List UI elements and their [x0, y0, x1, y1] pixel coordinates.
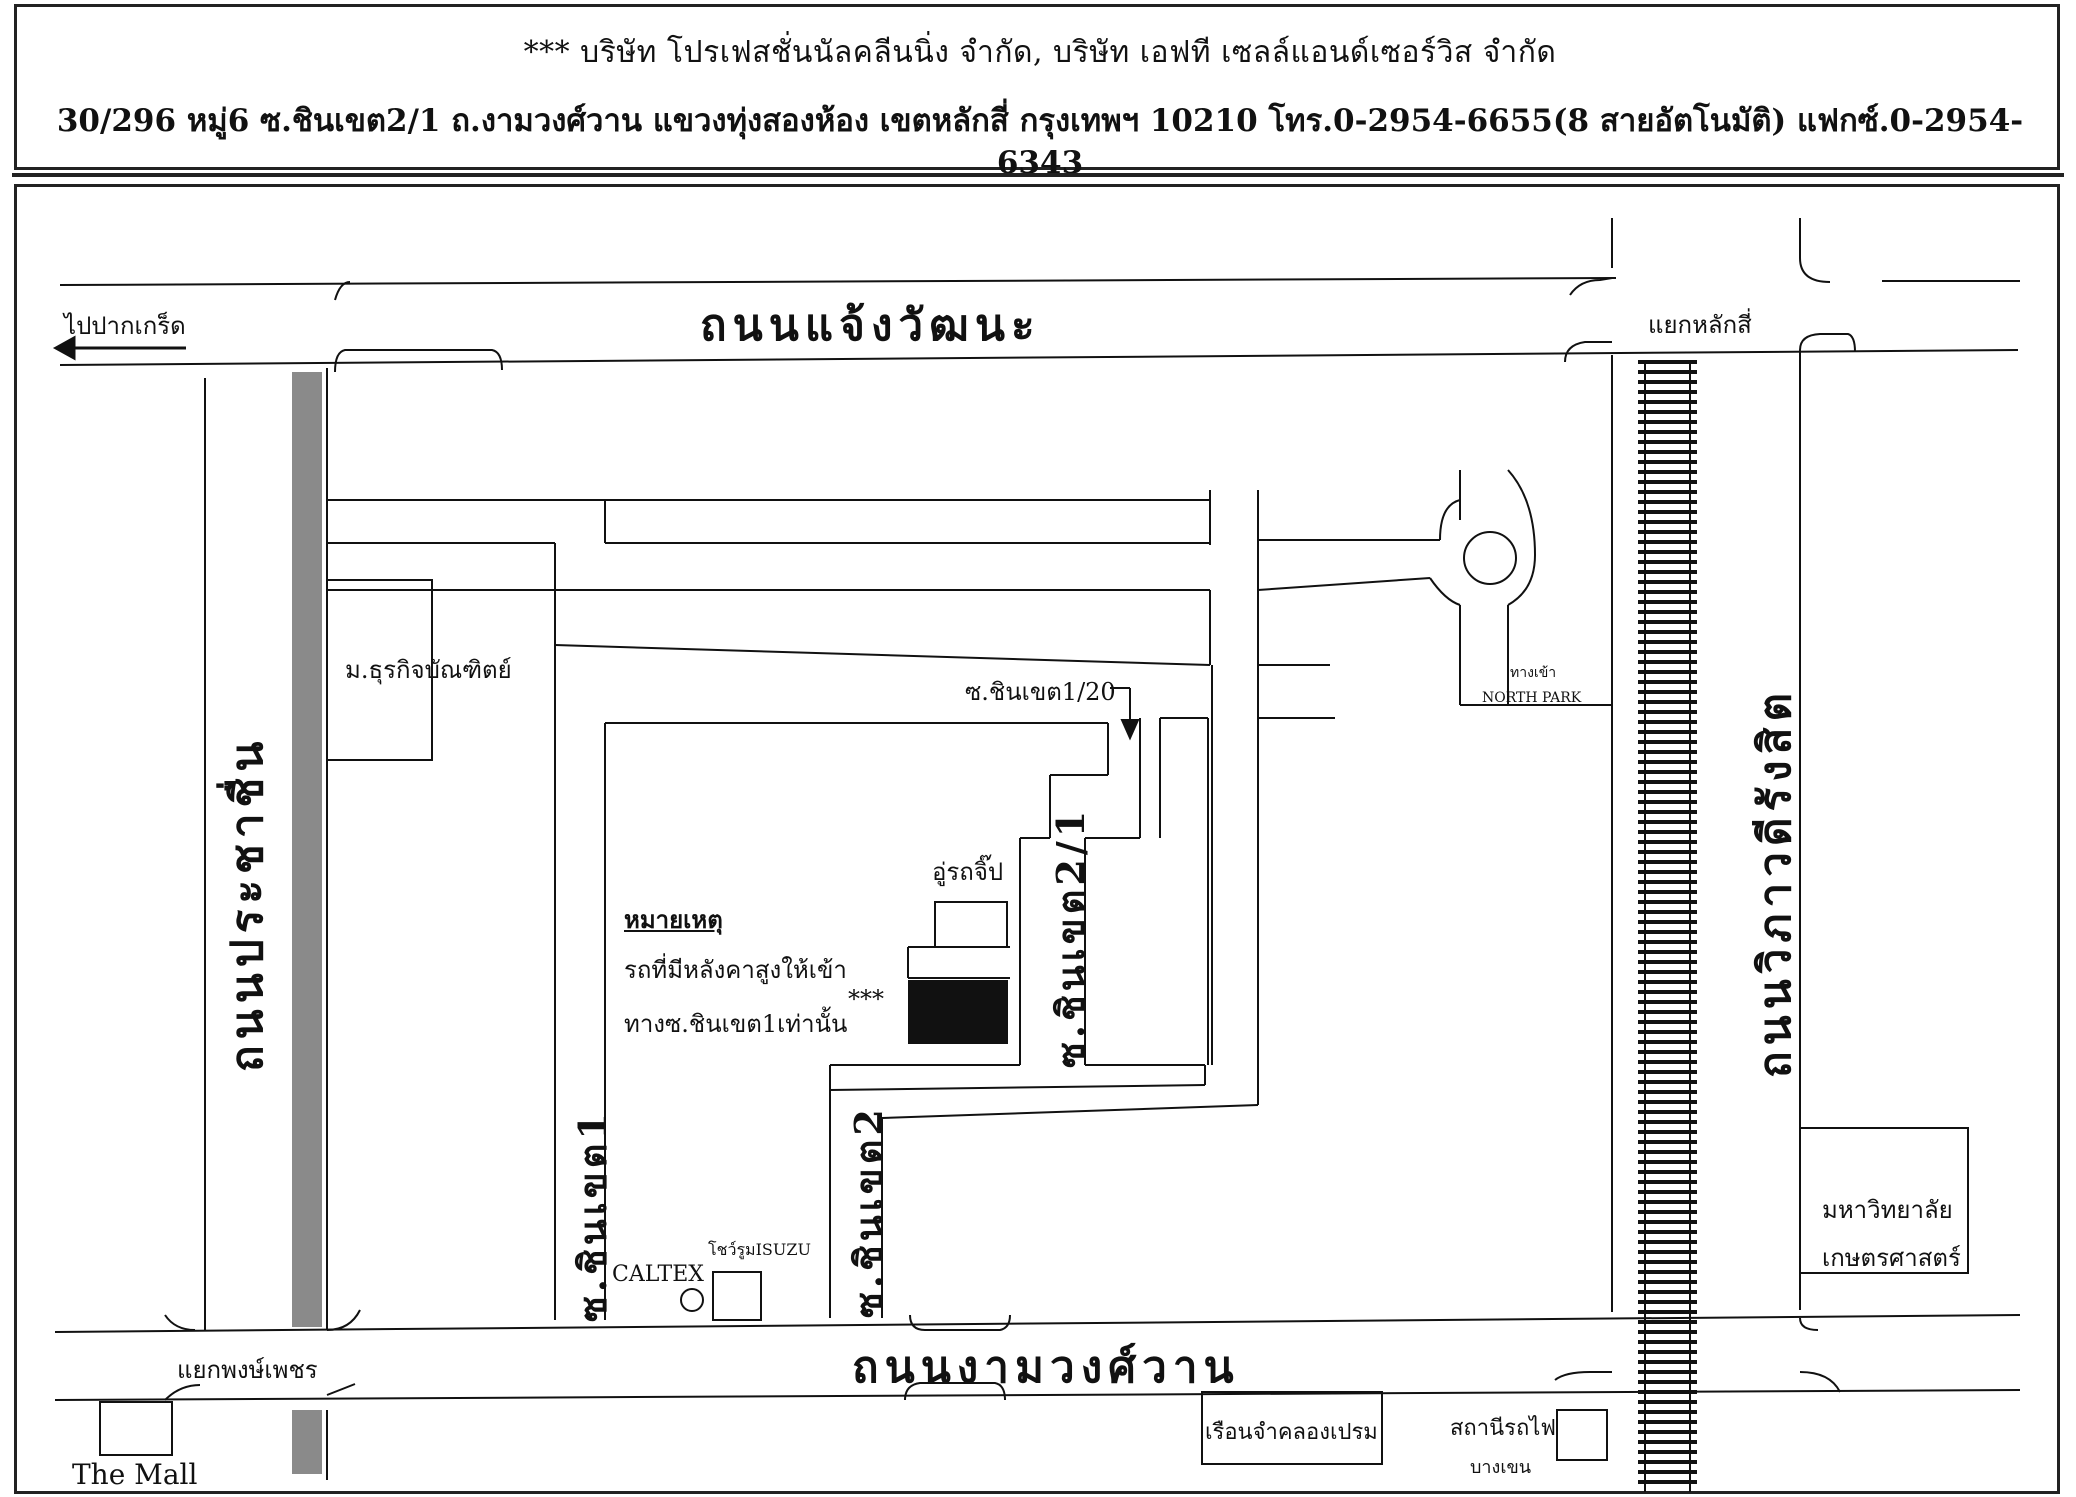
label-bang-khen: บางเขน: [1470, 1457, 1532, 1478]
curb: [326, 1383, 356, 1396]
label-prem-prison: เรือนจำคลองเปรม: [1205, 1420, 1378, 1445]
note-line2: ทางซ.ชินเขต1เท่านั้น: [624, 1010, 848, 1038]
company-names: *** บริษัท โปรเฟสชั่นนัลคลีนนิ่ง จำกัด, …: [523, 35, 1557, 70]
inner-street: [554, 644, 1211, 666]
road-label-chaeng-watthana: ถนนแจ้งวัฒนะ: [700, 300, 1041, 351]
ngamwongwan-north-edge: [54, 1314, 2021, 1333]
road-label-prachachuen: ถนนประชาชื่น: [222, 735, 273, 1072]
isuzu-showroom-box: [712, 1271, 762, 1321]
roundabout-curve: [1439, 499, 1461, 541]
chaeng-watthana-south-edge: [59, 349, 2019, 366]
soi-label-chinnakhet1-20: ซ.ชินเขต1/20: [965, 678, 1116, 706]
curb: [1564, 341, 1612, 363]
chaeng-watthana-north-edge: [59, 277, 1617, 286]
railway-track: [1638, 360, 1697, 1492]
rail-strip-west-south: [292, 1410, 322, 1474]
curb: [1554, 1371, 1612, 1381]
soi-chinnakhet2-west-link: [829, 1084, 1206, 1091]
map-frame: [14, 184, 2060, 1494]
destination-building: [908, 980, 1008, 1044]
label-north-park: NORTH PARK: [1482, 690, 1582, 706]
soi-label-chinnakhet2: ซ.ชินเขต2: [846, 1105, 891, 1318]
label-garage: อู่รถจิ๊ป: [932, 858, 1004, 886]
garage-building: [934, 901, 1008, 948]
label-kasetsart-line1: มหาวิทยาลัย: [1822, 1196, 1953, 1224]
curb: [904, 1382, 1006, 1401]
prison-box: [1201, 1391, 1383, 1465]
label-laksi-junction: แยกหลักสี่: [1648, 311, 1752, 339]
roundabout-curve: [1507, 469, 1537, 606]
soi-chinnakhet2-east: [881, 1104, 1259, 1119]
note-line1: รถที่มีหลังคาสูงให้เข้า: [624, 956, 847, 984]
curb: [1799, 257, 1831, 283]
curb: [334, 349, 503, 373]
label-kasetsart-line2: เกษตรศาสตร์: [1822, 1244, 1961, 1272]
road-label-ngamwongwan: ถนนงามวงศ์วาน: [852, 1342, 1240, 1393]
curb: [1799, 1317, 1819, 1331]
curb: [1799, 1371, 1841, 1393]
east-street: [1257, 577, 1431, 591]
label-caltex: CALTEX: [612, 1262, 704, 1287]
soi-label-chinnakhet2-1: ซ.ชินเขต2/1: [1048, 806, 1093, 1068]
arrow-down-icon: [1110, 687, 1140, 741]
label-isuzu-showroom: โชว์รูมISUZU: [708, 1240, 811, 1259]
arrow-left-icon: [52, 335, 186, 361]
curb: [164, 1314, 196, 1331]
label-phong-phet-junction: แยกพงษ์เพชร: [177, 1356, 318, 1384]
note-title: หมายเหตุ: [624, 905, 723, 934]
roundabout-curve: [1429, 577, 1461, 606]
note-stars: ***: [848, 985, 884, 1013]
caltex-marker: [680, 1288, 704, 1312]
label-train-station: สถานีรถไฟ: [1450, 1416, 1556, 1441]
curb: [334, 281, 351, 301]
rail-strip-west: [292, 372, 322, 1327]
curb: [1569, 277, 1613, 296]
the-mall-box: [99, 1401, 173, 1456]
curb: [909, 1314, 1011, 1331]
label-dpu: ม.ธุรกิจบัณฑิตย์: [345, 656, 512, 684]
kasetsart-box: [1799, 1127, 1969, 1274]
curb: [164, 1384, 201, 1401]
road-label-vibhavadi: ถนนวิภาวดีรังสิต: [1750, 686, 1801, 1078]
label-to-pak-kret: ไปปากเกร็ด: [64, 312, 186, 340]
label-the-mall: The Mall: [72, 1458, 198, 1491]
roundabout-inner: [1463, 531, 1517, 585]
curb: [1799, 333, 1856, 353]
dpu-building: [326, 579, 433, 761]
curb: [326, 1309, 361, 1331]
header-box: *** บริษัท โปรเฟสชั่นนัลคลีนนิ่ง จำกัด, …: [14, 4, 2060, 181]
header-separator: [12, 173, 2064, 177]
station-box: [1556, 1409, 1608, 1461]
label-north-park-entrance: ทางเข้า: [1510, 665, 1557, 681]
soi-label-chinnakhet1: ซ.ชินเขต1: [570, 1109, 615, 1322]
